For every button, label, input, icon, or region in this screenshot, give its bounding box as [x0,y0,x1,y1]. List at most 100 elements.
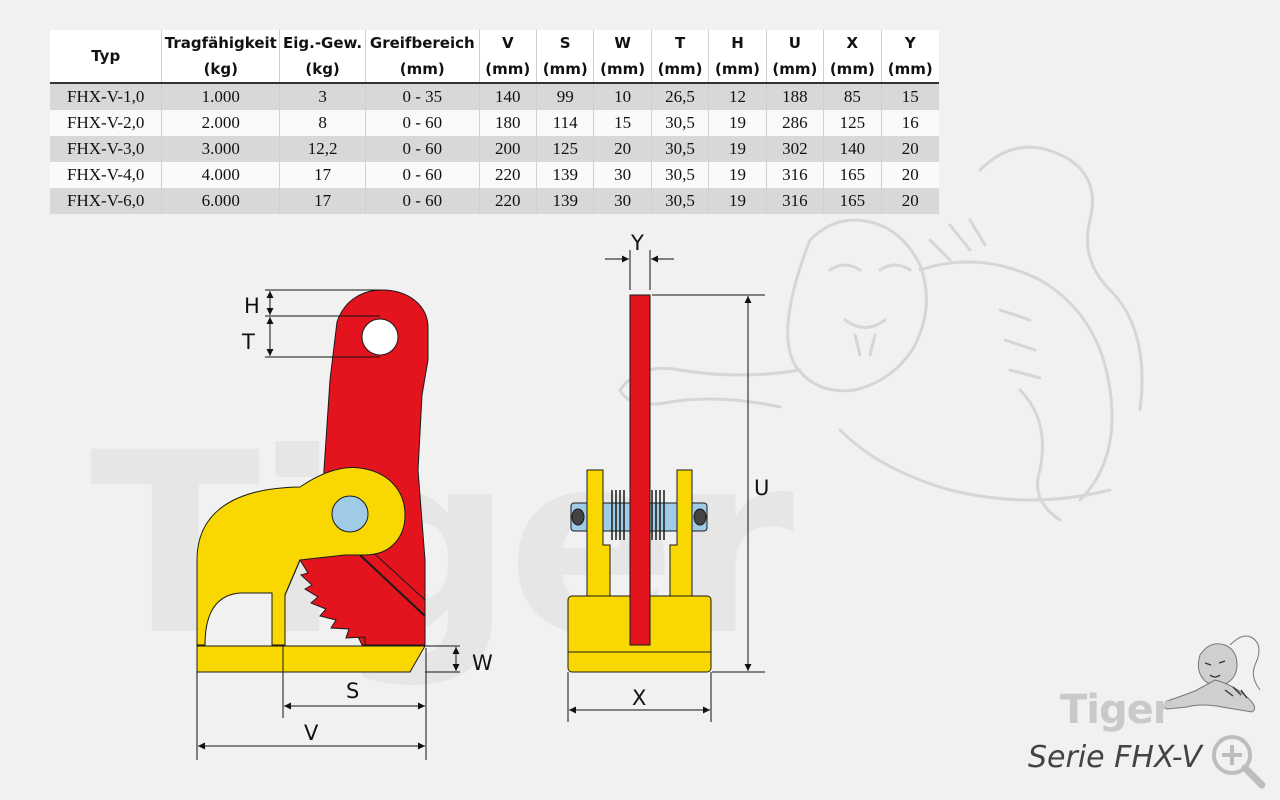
table-cell: 19 [708,188,767,214]
table-cell: 2.000 [161,110,280,136]
table-cell: 4.000 [161,162,280,188]
yellow-body-inner [284,559,301,645]
table-cell: 15 [593,110,652,136]
table-cell: 316 [765,188,824,214]
header-eigengewicht: Eig.-Gew.(kg) [279,30,366,84]
right-cheek [669,469,693,597]
header-u: U(mm) [765,30,824,84]
table-cell: FHX-V-1,0 [50,83,162,110]
table-cell: 85 [823,83,882,110]
table-cell: 1.000 [161,83,280,110]
table-cell: 139 [535,188,594,214]
series-label: Serie FHX-V [1028,740,1202,775]
table-cell: 220 [478,188,537,214]
table-cell: 99 [535,83,594,110]
table-cell: 12,2 [279,136,366,162]
spring-coils [611,490,665,540]
header-typ: Typ [50,30,162,84]
table-cell: 19 [708,110,767,136]
table-cell: 3 [279,83,366,110]
table-cell: FHX-V-3,0 [50,136,162,162]
table-cell: 200 [478,136,537,162]
header-tragfaehigkeit: Tragfähigkeit(kg) [161,30,280,84]
left-cheek [586,469,611,597]
table-cell: 0 - 60 [364,188,480,214]
table-cell: 3.000 [161,136,280,162]
table-cell: 8 [279,110,366,136]
lifting-eye [361,318,399,356]
table-cell: 30,5 [650,110,709,136]
header-w: W(mm) [593,30,652,84]
table-cell: 286 [765,110,824,136]
table-cell: 20 [880,162,939,188]
table-cell: 165 [823,162,882,188]
table-cell: 19 [708,136,767,162]
table-cell: 0 - 60 [364,136,480,162]
table-cell: 6.000 [161,188,280,214]
tiger-logo-text: Tiger [1060,687,1172,733]
axle-nut-left [571,508,585,526]
dim-label-x: X [632,686,646,710]
table-cell: 17 [279,188,366,214]
table-cell: 10 [593,83,652,110]
base-plate [196,645,426,673]
table-cell: 30,5 [650,188,709,214]
table-cell: FHX-V-2,0 [50,110,162,136]
table-cell: 0 - 60 [364,162,480,188]
table-cell: 30 [593,162,652,188]
table-cell: 139 [535,162,594,188]
dim-label-v: V [304,721,319,745]
table-cell: 16 [880,110,939,136]
table-cell: 20 [593,136,652,162]
table-cell: 125 [535,136,594,162]
table-cell: 0 - 60 [364,110,480,136]
table-cell: 114 [535,110,594,136]
dim-label-w: W [472,651,493,675]
table-cell: 165 [823,188,882,214]
tiger-logo-icon [1163,635,1261,713]
axle-nut-right [693,508,707,526]
header-s: S(mm) [535,30,594,84]
table-cell: 180 [478,110,537,136]
side-view-dimensions [196,289,460,760]
table-cell: 26,5 [650,83,709,110]
table-cell: 0 - 35 [364,83,480,110]
table-cell: FHX-V-6,0 [50,188,162,214]
header-h: H(mm) [708,30,767,84]
table-cell: 140 [478,83,537,110]
table-cell: 30 [593,188,652,214]
header-y: Y(mm) [880,30,939,84]
table-cell: 188 [765,83,824,110]
header-v: V(mm) [478,30,537,84]
table-cell: 30,5 [650,162,709,188]
dim-label-t: T [241,330,255,354]
specification-table: Typ Tragfähigkeit(kg) Eig.-Gew.(kg) Grei… [50,30,939,214]
table-cell: 15 [880,83,939,110]
table-cell: FHX-V-4,0 [50,162,162,188]
serrated-cam [299,544,426,646]
table-cell: 316 [765,162,824,188]
table-cell: 19 [708,162,767,188]
pivot-pin [331,495,369,533]
table-cell: 125 [823,110,882,136]
header-x: X(mm) [823,30,882,84]
table-cell: 30,5 [650,136,709,162]
clamp-front-view [567,294,712,673]
table-header-row: Typ Tragfähigkeit(kg) Eig.-Gew.(kg) Grei… [50,30,939,84]
dim-label-s: S [346,679,359,703]
dim-label-y: Y [630,231,644,255]
header-greifbereich: Greifbereich(mm) [364,30,480,84]
table-cell: 20 [880,136,939,162]
front-view-dimensions [567,250,765,722]
table-cell: 17 [279,162,366,188]
zoom-plus-icon[interactable] [1210,733,1270,793]
clamp-side-view [196,289,429,673]
spring-line [359,554,426,617]
header-t: T(mm) [650,30,709,84]
